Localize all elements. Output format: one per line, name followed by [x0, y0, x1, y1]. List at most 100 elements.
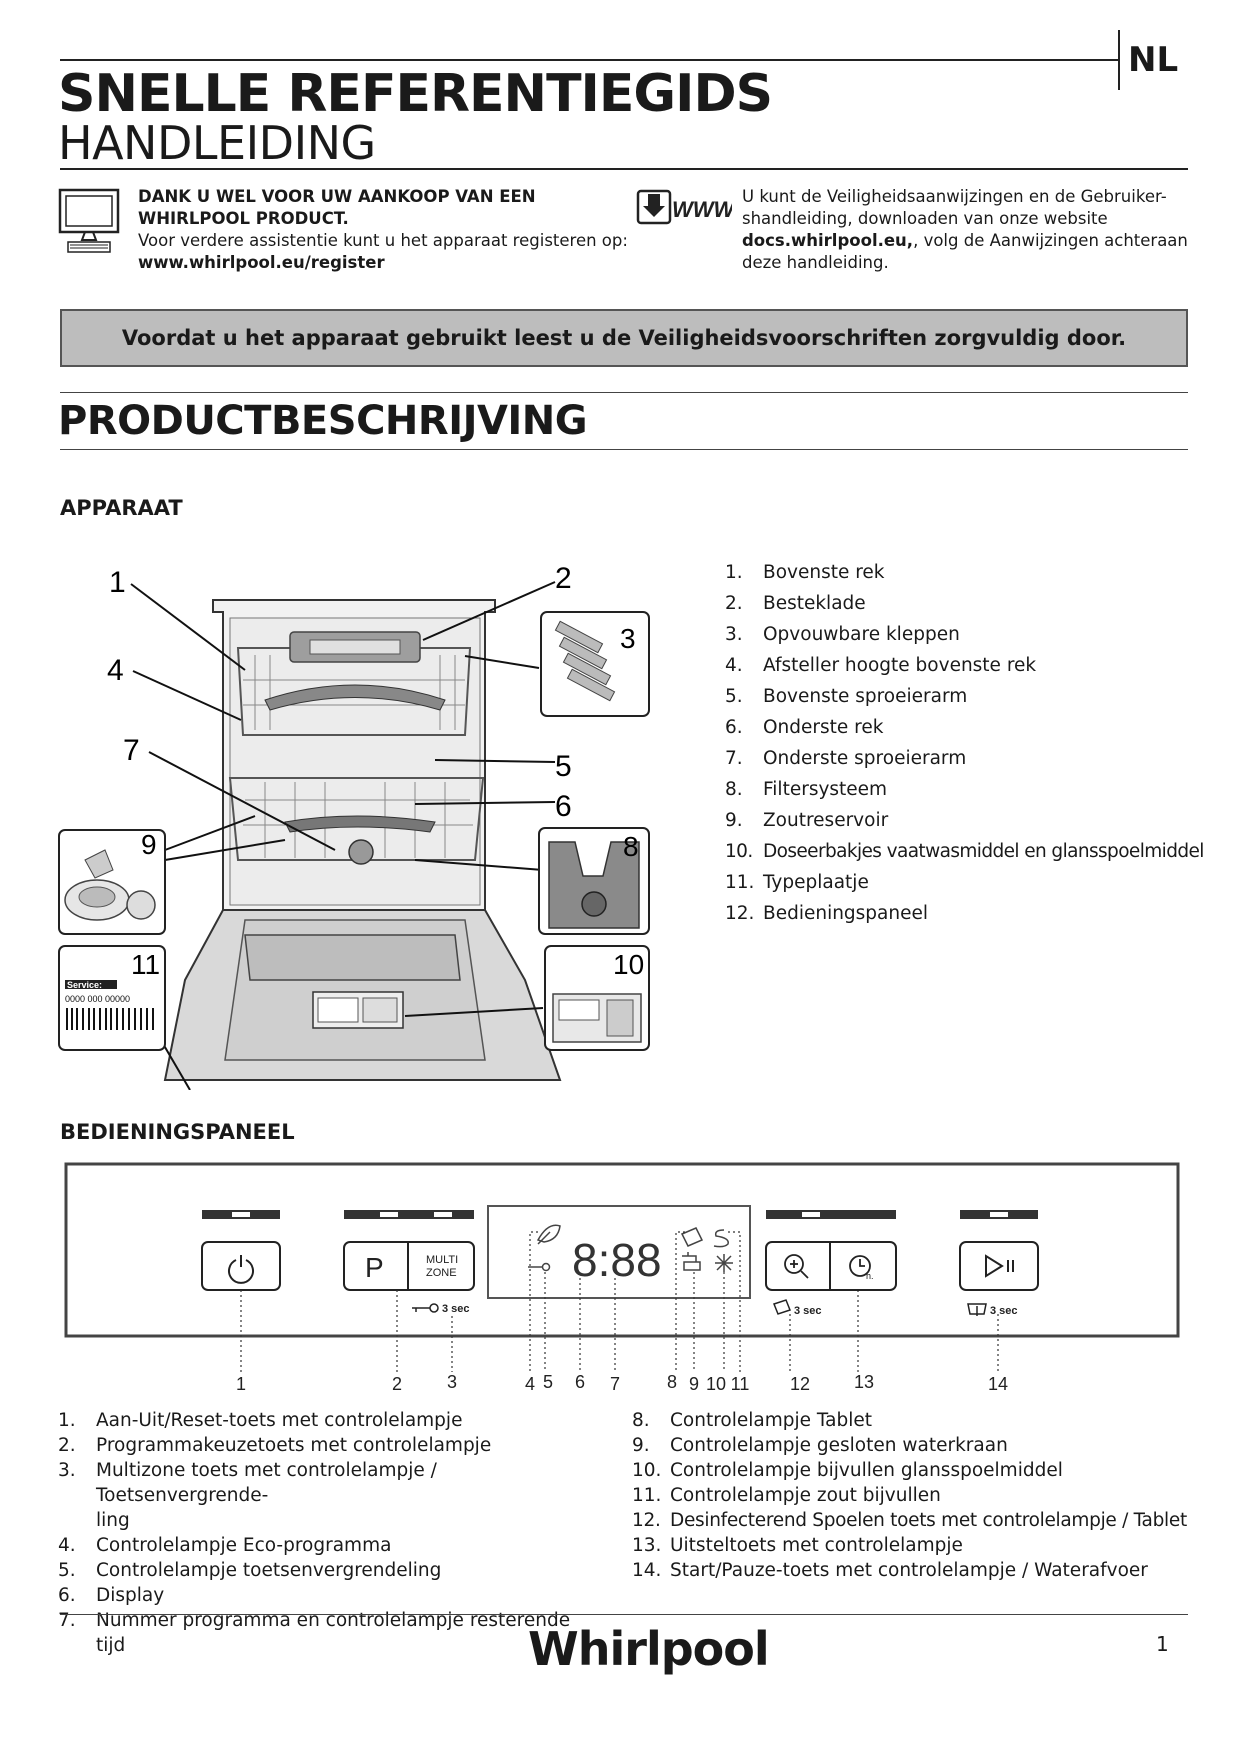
- hold-3sec-label-3: 3 sec: [990, 1305, 1018, 1317]
- key-icon: [412, 1303, 439, 1313]
- whirlpool-logo: Whirlpool: [528, 1622, 770, 1676]
- callout-3: 3: [620, 623, 636, 654]
- footer-rule: [60, 1614, 1188, 1615]
- play-pause-icon: [985, 1254, 1014, 1278]
- www-label: WWW: [672, 197, 732, 222]
- panel-number-5: 5: [543, 1372, 553, 1392]
- callout-10: 10: [613, 949, 644, 980]
- tablet-small-icon: [773, 1299, 791, 1315]
- list-item: 8.Controlelampje Tablet: [632, 1410, 872, 1431]
- list-item: 6.Onderste rek: [725, 717, 884, 738]
- panel-number-14: 14: [988, 1374, 1008, 1394]
- panel-number-13: 13: [854, 1372, 874, 1392]
- control-list-right: 8.Controlelampje Tablet 9.Controlelampje…: [632, 1408, 1192, 1583]
- callout-5: 5: [555, 750, 572, 783]
- delay-icon: h.: [849, 1255, 874, 1281]
- register-link[interactable]: www.whirlpool.eu/register: [138, 253, 385, 272]
- list-item: 1.Bovenste rek: [725, 562, 885, 583]
- info-right: U kunt de Veiligheidsaanwijzingen en de …: [742, 187, 1188, 272]
- service-label: Service:: [67, 980, 102, 990]
- control-list-left: 1.Aan-Uit/Reset-toets met controlelampje…: [58, 1408, 598, 1658]
- panel-number-7: 7: [610, 1374, 620, 1394]
- callout-6: 6: [555, 790, 572, 823]
- display: [487, 1205, 751, 1299]
- panel-number-9: 9: [689, 1374, 699, 1394]
- callout-11: 11: [131, 949, 160, 980]
- tap-icon: [682, 1252, 701, 1271]
- lang-divider: [1118, 30, 1120, 90]
- panel-number-10: 10: [706, 1374, 726, 1394]
- callout-9: 9: [141, 829, 157, 860]
- hold-3sec-label-2: 3 sec: [794, 1305, 822, 1317]
- list-item: 14.Start/Pauze-toets met controlelampje …: [632, 1560, 1148, 1581]
- safety-warning-banner: Voordat u het apparaat gebruikt leest u …: [60, 309, 1188, 367]
- list-item: 3.Multizone toets met controlelampje / T…: [58, 1460, 437, 1506]
- list-item: 5.Controlelampje toetsenvergrendeling: [58, 1560, 442, 1581]
- top-rule: [60, 59, 1120, 61]
- list-item: 12.Bedieningspaneel: [725, 903, 929, 924]
- list-item: 4.Afsteller hoogte bovenste rek: [725, 655, 1037, 676]
- list-item: 10.Controlelampje bijvullen glansspoelmi…: [632, 1460, 1063, 1481]
- multizone-label-1: MULTI: [426, 1254, 458, 1266]
- list-item: 8.Filtersysteem: [725, 779, 888, 800]
- parts-list: 1.Bovenste rek 2.Besteklade 3.Opvouwbare…: [725, 557, 1204, 929]
- section-rule-top: [60, 392, 1188, 393]
- list-item: 9.Zoutreservoir: [725, 810, 889, 831]
- callout-1: 1: [109, 566, 126, 599]
- panel-number-8: 8: [667, 1372, 677, 1392]
- salt-icon: [713, 1229, 729, 1248]
- info-left: DANK U WEL VOOR UW AANKOOP VAN EEN WHIRL…: [138, 187, 628, 272]
- panel-number-4: 4: [525, 1374, 535, 1394]
- power-icon: [228, 1255, 254, 1284]
- control-panel-diagram: P MULTI ZONE 3 sec 8:88 h. 3 sec 3 sec: [64, 1162, 1180, 1394]
- section-rule-bottom: [60, 449, 1188, 450]
- list-item: 10.Doseerbakjes vaatwasmiddel en glanssp…: [725, 841, 1204, 862]
- eco-icon: [536, 1224, 561, 1245]
- callout-7: 7: [123, 734, 140, 767]
- appliance-heading: APPARAAT: [60, 496, 183, 520]
- display-digits: 8:88: [572, 1234, 662, 1286]
- list-item: 7.Nummer programma en controlelampje res…: [58, 1610, 571, 1656]
- list-item: 11.Typeplaatje: [725, 872, 869, 893]
- panel-number-1: 1: [236, 1374, 246, 1394]
- panel-number-6: 6: [575, 1372, 585, 1392]
- list-item: 2.Programmakeuzetoets met controlelampje: [58, 1435, 492, 1456]
- list-item: 4.Controlelampje Eco-programma: [58, 1535, 392, 1556]
- p-label: P: [365, 1252, 384, 1283]
- callout-2: 2: [555, 562, 572, 595]
- docs-link[interactable]: docs.whirlpool.eu,: [742, 231, 914, 250]
- page-number: 1: [1156, 1632, 1169, 1656]
- panel-number-12: 12: [790, 1374, 810, 1394]
- page-title: SNELLE REFERENTIEGIDS: [58, 64, 773, 124]
- list-item: 13.Uitsteltoets met controlelampje: [632, 1535, 963, 1556]
- dishwasher-diagram: 1 2 3 4 5 6 7 8 9 10 11 Service: 0000 00…: [58, 562, 650, 1090]
- callout-8: 8: [623, 831, 639, 862]
- list-item: 5.Bovenste sproeierarm: [725, 686, 968, 707]
- section-title: PRODUCTBESCHRIJVING: [58, 398, 588, 444]
- multizone-label-2: ZONE: [426, 1267, 457, 1279]
- monitor-icon: [58, 188, 120, 253]
- lock-icon: [528, 1262, 551, 1272]
- header-rule: [60, 168, 1188, 170]
- start-pause-button[interactable]: [959, 1241, 1039, 1291]
- hold-3sec-label-1: 3 sec: [442, 1303, 470, 1315]
- indicator-bars: [202, 1210, 1038, 1219]
- svg-text:h.: h.: [866, 1271, 874, 1281]
- panel-number-11: 11: [731, 1374, 750, 1394]
- service-number: 0000 000 00000: [65, 994, 130, 1004]
- list-item: 12.Desinfecterend Spoelen toets met cont…: [632, 1510, 1187, 1531]
- list-item: 6.Display: [58, 1585, 165, 1606]
- panel-number-3: 3: [447, 1372, 457, 1392]
- download-www-icon: WWW: [636, 189, 732, 225]
- list-item: 9.Controlelampje gesloten waterkraan: [632, 1435, 1008, 1456]
- language-code: NL: [1128, 40, 1179, 80]
- panel-number-2: 2: [392, 1374, 402, 1394]
- tablet-icon: [680, 1227, 704, 1247]
- page-subtitle: HANDLEIDING: [58, 116, 376, 170]
- list-item: 7.Onderste sproeierarm: [725, 748, 967, 769]
- list-item: 3.Opvouwbare kleppen: [725, 624, 960, 645]
- control-panel-heading: BEDIENINGSPANEEL: [60, 1120, 295, 1144]
- callout-4: 4: [107, 654, 124, 687]
- list-item: 2.Besteklade: [725, 593, 866, 614]
- drain-icon: [967, 1303, 987, 1316]
